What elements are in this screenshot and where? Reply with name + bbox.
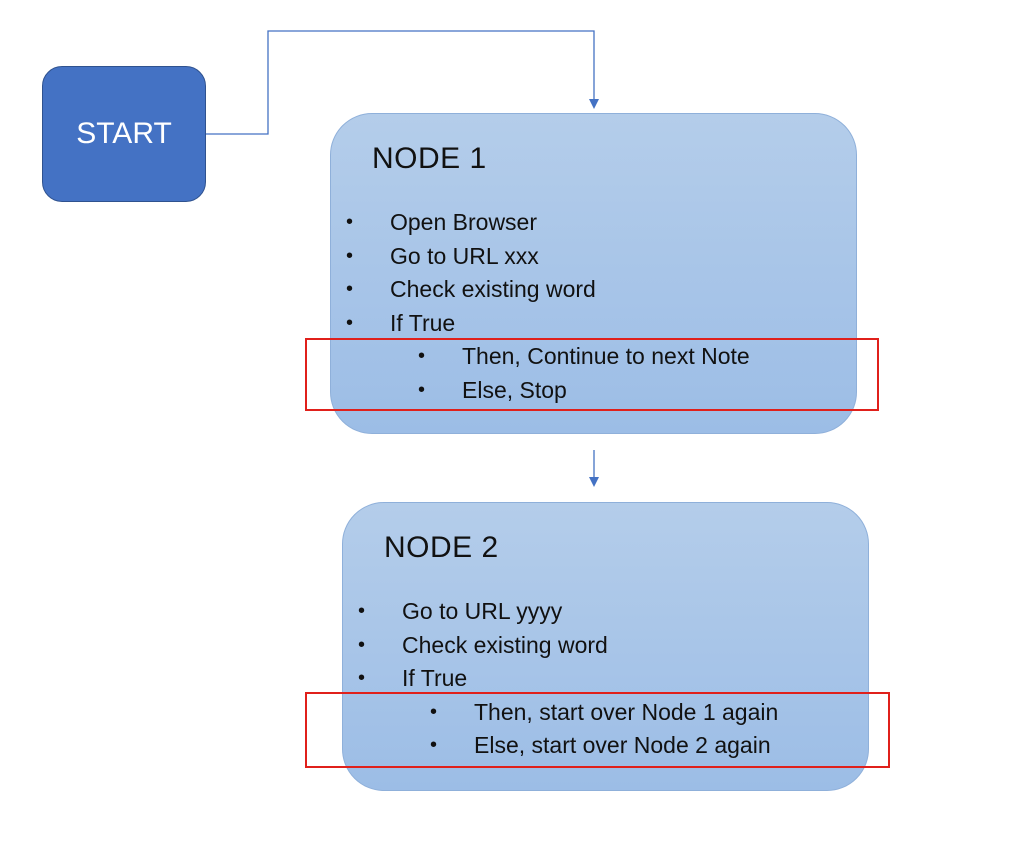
step-text: Else, Stop <box>462 376 567 403</box>
step-text: If True <box>402 665 468 692</box>
step-text: Check existing word <box>402 631 608 658</box>
start-label: START <box>76 117 172 150</box>
bullet-icon: • <box>358 600 366 622</box>
bullet-icon: • <box>430 734 438 757</box>
node-2-title: NODE 2 <box>384 531 499 564</box>
bullet-icon: • <box>346 211 354 233</box>
step-text: Then, Continue to next Note <box>462 343 750 370</box>
bullet-icon: • <box>346 244 354 267</box>
bullet-icon: • <box>346 278 354 301</box>
connector-start-to-node-1 <box>206 30 599 135</box>
bullet-icon: • <box>430 700 438 723</box>
step-text: Open Browser <box>390 209 538 235</box>
step-text: Go to URL xxx <box>390 242 539 269</box>
node-2-box: NODE 2 • Go to URL yyyy • Check existing… <box>342 502 869 791</box>
bullet-icon: • <box>346 311 354 334</box>
node-1-title: NODE 1 <box>372 142 487 175</box>
bullet-icon: • <box>358 667 366 690</box>
bullet-icon: • <box>418 378 426 401</box>
step-text: Else, start over Node 2 again <box>474 732 771 759</box>
step-text: Go to URL yyyy <box>402 598 563 624</box>
step-text: If True <box>390 309 456 336</box>
step-text: Then, start over Node 1 again <box>474 698 779 725</box>
step-text: Check existing word <box>390 276 596 303</box>
node-1-box: NODE 1 • Open Browser • Go to URL xxx • … <box>330 113 857 434</box>
bullet-icon: • <box>418 345 426 368</box>
start-box: START <box>42 66 206 202</box>
node-1-branch-highlight <box>305 338 879 411</box>
bullet-icon: • <box>358 633 366 656</box>
node-2-branch-highlight <box>305 692 890 768</box>
